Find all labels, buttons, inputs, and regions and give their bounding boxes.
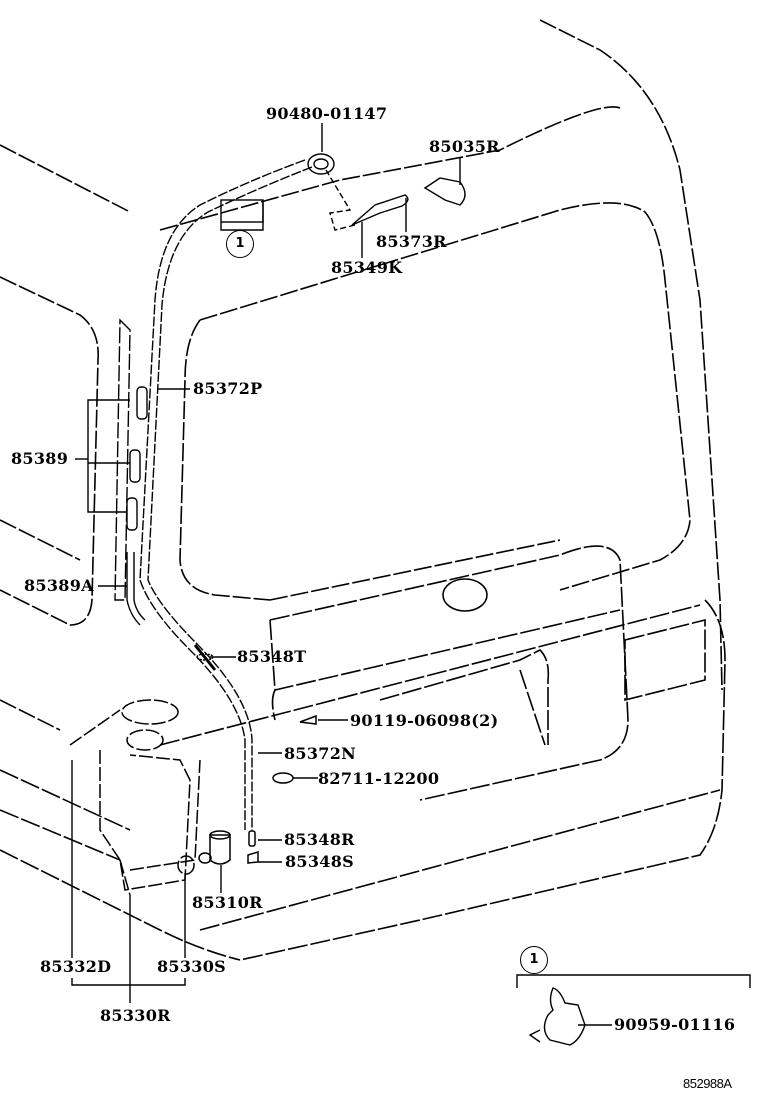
reference-marker-1-inset: 1: [520, 946, 548, 974]
callout-82711-12200: 82711-12200: [318, 769, 440, 788]
vehicle-body-outline: [0, 19, 723, 731]
callout-85349K: 85349K: [331, 258, 403, 277]
callout-90480-01147: 90480-01147: [266, 104, 388, 123]
callout-85348T: 85348T: [237, 647, 307, 666]
lower-body-outline: [0, 545, 726, 961]
top-components: [220, 153, 466, 231]
callout-85389: 85389: [11, 449, 69, 468]
leader-lines: [71, 123, 751, 1026]
callout-85310R: 85310R: [192, 893, 263, 912]
washer-hose: [139, 159, 313, 830]
callout-85035R: 85035R: [429, 137, 500, 156]
callout-85389A: 85389A: [24, 576, 94, 595]
callout-85348S: 85348S: [285, 852, 355, 871]
pillar-clips: [114, 318, 217, 671]
illustration-code: 852988A: [683, 1076, 732, 1091]
callout-85330R: 85330R: [100, 1006, 171, 1025]
callout-85372P: 85372P: [193, 379, 263, 398]
washer-tank: [69, 699, 201, 896]
callout-90119-06098: 90119-06098(2): [350, 711, 499, 730]
callout-85372N: 85372N: [284, 744, 357, 763]
washer-pump: [196, 653, 317, 865]
callout-85332D: 85332D: [40, 957, 112, 976]
emblem-oval: [442, 578, 488, 612]
reference-marker-1: 1: [226, 230, 254, 258]
callout-85330S: 85330S: [157, 957, 227, 976]
callout-90959-01116: 90959-01116: [614, 1015, 736, 1034]
callout-85373R: 85373R: [376, 232, 447, 251]
clip-detail: [528, 987, 586, 1046]
callout-85348R: 85348R: [284, 830, 355, 849]
